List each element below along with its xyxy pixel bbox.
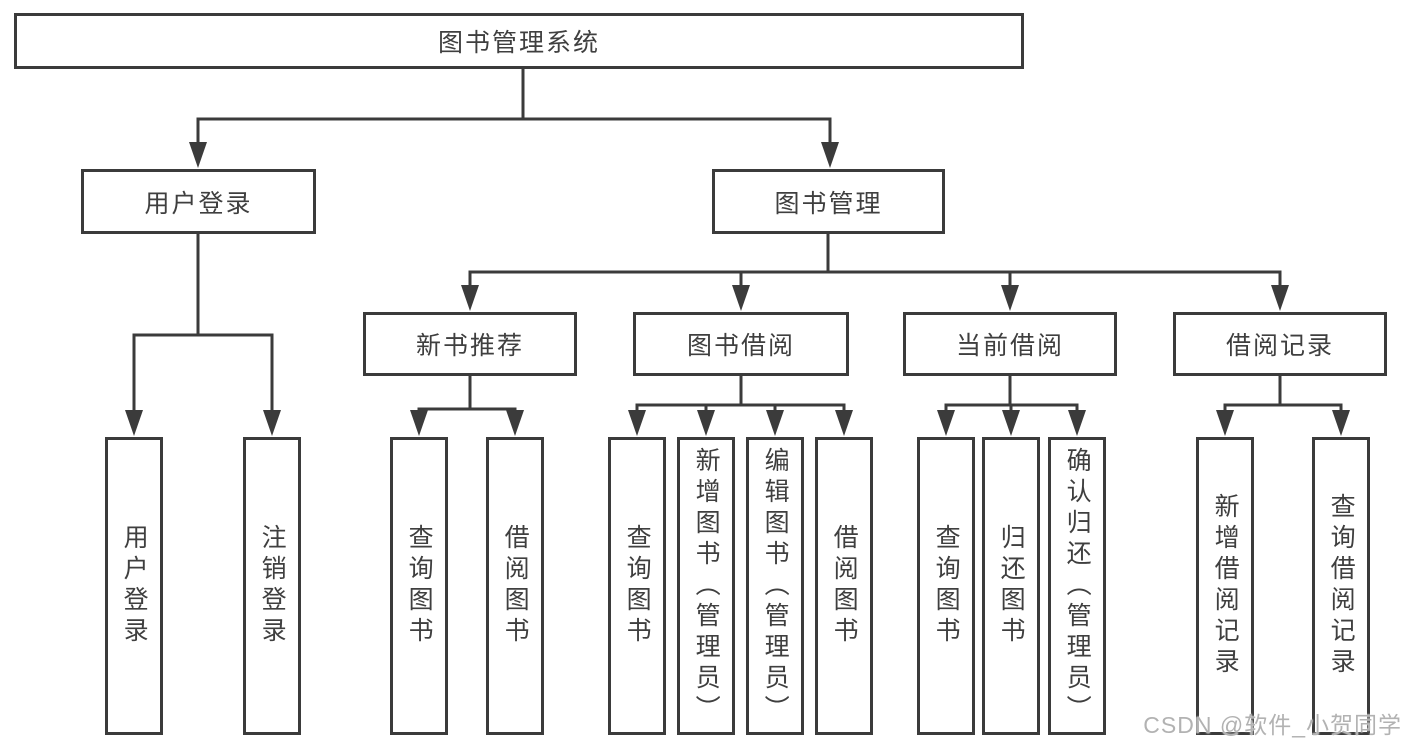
node-book-management-label: 图书管理 [774,189,883,218]
leaf-borrow-query-books: 查询图书 [608,437,666,735]
node-book-management: 图书管理 [712,169,945,234]
leaf-borrow-add-books-admin-label: 新增图书（管理员） [692,446,721,726]
node-user-login: 用户登录 [81,169,316,234]
arrowheads [125,142,1350,436]
leaf-borrow-edit-books-admin-label: 编辑图书（管理员） [761,446,790,726]
leaf-current-return-books: 归还图书 [982,437,1040,735]
leaf-records-add-record-label: 新增借阅记录 [1211,493,1240,679]
node-book-borrow: 图书借阅 [633,312,849,376]
watermark: CSDN @软件_小贺同学 [1143,712,1402,738]
leaf-newrec-borrow-books-label: 借阅图书 [501,524,530,648]
leaf-logout-label: 注销登录 [258,524,287,648]
node-root: 图书管理系统 [14,13,1024,69]
node-user-login-label: 用户登录 [144,189,253,218]
leaf-current-return-books-label: 归还图书 [997,524,1026,648]
leaf-borrow-edit-books-admin: 编辑图书（管理员） [746,437,804,735]
leaf-user-login: 用户登录 [105,437,163,735]
node-book-borrow-label: 图书借阅 [686,332,795,360]
node-current-borrow-label: 当前借阅 [955,332,1064,360]
leaf-borrow-query-books-label: 查询图书 [623,524,652,648]
leaf-user-login-label: 用户登录 [120,524,149,648]
leaf-newrec-borrow-books: 借阅图书 [486,437,544,735]
leaf-current-confirm-return-admin-label: 确认归还（管理员） [1063,446,1092,726]
node-current-borrow: 当前借阅 [903,312,1117,376]
leaf-current-query-books: 查询图书 [917,437,975,735]
leaf-records-query-record-label: 查询借阅记录 [1327,493,1356,679]
node-borrow-records-label: 借阅记录 [1225,332,1334,360]
leaf-borrow-borrow-books: 借阅图书 [815,437,873,735]
leaf-current-query-books-label: 查询图书 [932,524,961,648]
leaf-logout: 注销登录 [243,437,301,735]
leaf-records-add-record: 新增借阅记录 [1196,437,1254,735]
leaf-borrow-borrow-books-label: 借阅图书 [830,524,859,648]
node-new-book-recommend: 新书推荐 [363,312,577,376]
leaf-current-confirm-return-admin: 确认归还（管理员） [1048,437,1106,735]
leaf-newrec-query-books: 查询图书 [390,437,448,735]
leaf-records-query-record: 查询借阅记录 [1312,437,1370,735]
node-borrow-records: 借阅记录 [1173,312,1387,376]
leaf-borrow-add-books-admin: 新增图书（管理员） [677,437,735,735]
node-new-book-recommend-label: 新书推荐 [415,332,524,360]
leaf-newrec-query-books-label: 查询图书 [405,524,434,648]
node-root-label: 图书管理系统 [437,29,600,57]
